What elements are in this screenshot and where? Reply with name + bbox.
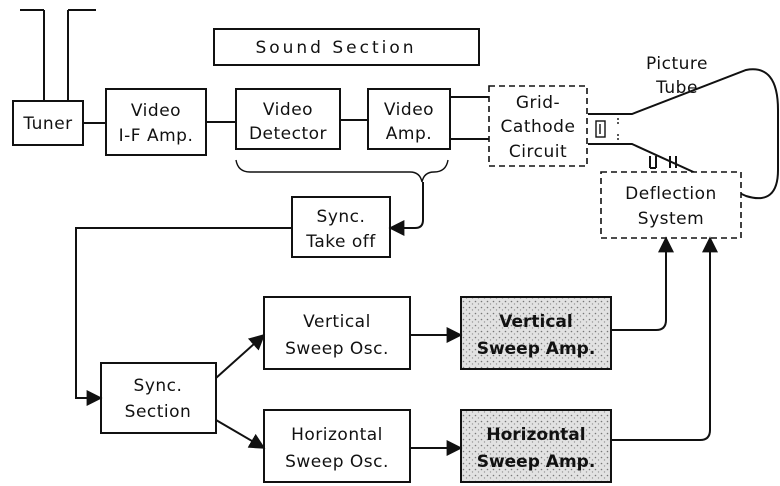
deflection-label-1: Deflection: [625, 184, 717, 204]
vertical-amp-label-2: Sweep Amp.: [477, 339, 596, 359]
vertical-amp-label-1: Vertical: [499, 312, 572, 332]
video-if-amp-label-1: Video: [131, 101, 181, 121]
video-detector-block: Video Detector: [235, 88, 341, 150]
horizontal-amp-label-2: Sweep Amp.: [477, 452, 596, 472]
tuner-block: Tuner: [12, 100, 84, 146]
video-detector-label-1: Video: [263, 100, 313, 120]
vertical-sweep-osc-block: Vertical Sweep Osc.: [263, 296, 411, 370]
sync-takeoff-block: Sync. Take off: [291, 196, 391, 258]
sound-section-block: Sound Section: [213, 28, 480, 66]
tuner-label: Tuner: [22, 114, 72, 134]
video-amp-label-2: Amp.: [386, 124, 432, 144]
picture-tube-label-1: Picture: [646, 54, 708, 74]
video-if-amp-label-2: I-F Amp.: [119, 126, 194, 146]
sync-takeoff-label-1: Sync.: [317, 207, 366, 227]
horizontal-osc-label-2: Sweep Osc.: [285, 452, 389, 472]
vertical-osc-label-1: Vertical: [303, 312, 371, 332]
signal-connections: [75, 96, 718, 456]
video-if-amp-block: Video I-F Amp.: [105, 88, 207, 156]
horizontal-sweep-amp-block: Horizontal Sweep Amp.: [460, 409, 612, 483]
sync-section-label-1: Sync.: [134, 376, 183, 396]
sound-section-label: Sound Section: [255, 38, 416, 58]
grid-cathode-label-3: Circuit: [509, 142, 567, 162]
video-amp-label-1: Video: [384, 100, 434, 120]
sync-section-label-2: Section: [125, 402, 192, 422]
grid-cathode-label-1: Grid-: [516, 93, 560, 113]
deflection-system-block: Deflection System: [600, 171, 742, 239]
grid-cathode-block: Grid- Cathode Circuit: [488, 85, 588, 167]
vertical-osc-label-2: Sweep Osc.: [285, 339, 389, 359]
vertical-sweep-amp-block: Vertical Sweep Amp.: [460, 296, 612, 370]
sync-section-block: Sync. Section: [100, 362, 217, 434]
horizontal-amp-label-1: Horizontal: [486, 425, 585, 445]
deflection-label-2: System: [638, 209, 704, 229]
sync-takeoff-label-2: Take off: [305, 232, 376, 252]
picture-tube-label-2: Tube: [655, 78, 698, 98]
grid-cathode-label-2: Cathode: [501, 117, 576, 137]
video-detector-label-2: Detector: [249, 124, 327, 144]
video-amp-block: Video Amp.: [367, 88, 451, 150]
horizontal-osc-label-1: Horizontal: [291, 425, 383, 445]
picture-tube-icon: [588, 68, 779, 200]
horizontal-sweep-osc-block: Horizontal Sweep Osc.: [263, 409, 411, 483]
antenna-icon: [20, 9, 96, 100]
